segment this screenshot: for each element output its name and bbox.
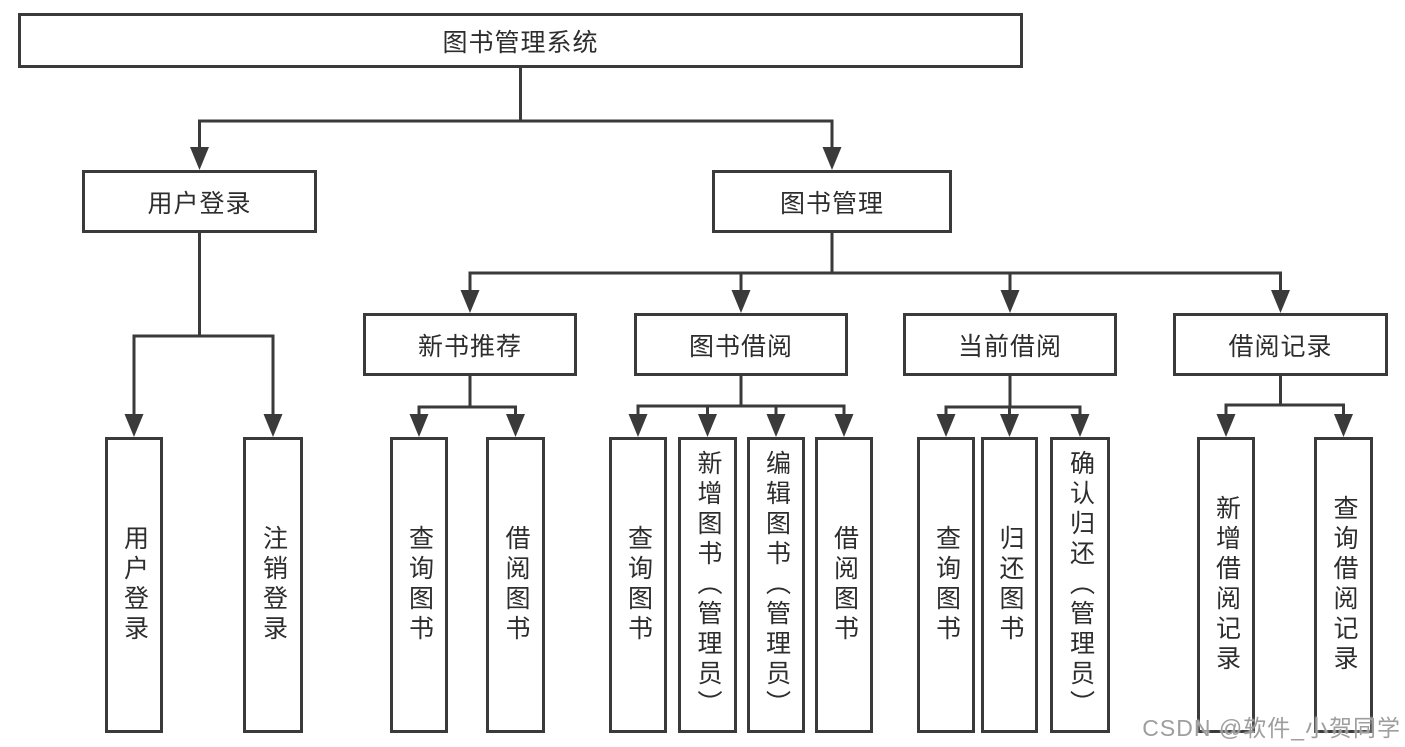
node-user-login-module: 用户登录 [82, 170, 317, 233]
node-label: 新增图书（管理员） [694, 450, 722, 720]
leaf-add-books-admin: 新增图书（管理员） [678, 437, 737, 733]
csdn-watermark: CSDN @软件_小贺同学 [1142, 715, 1401, 741]
leaf-query-books-borrow: 查询图书 [609, 437, 667, 733]
node-label: 图书借阅 [688, 332, 793, 361]
node-label: 当前借阅 [957, 332, 1062, 361]
node-label: 确认归还（管理员） [1066, 450, 1095, 720]
leaf-query-books-current: 查询图书 [917, 437, 975, 733]
node-borrowing-records: 借阅记录 [1173, 313, 1388, 376]
node-label: 借阅记录 [1228, 332, 1333, 361]
leaf-user-login: 用户登录 [105, 437, 163, 733]
node-label: 图书管理 [779, 189, 884, 218]
leaf-query-books-recommend: 查询图书 [390, 437, 448, 733]
node-label: 查询借阅记录 [1330, 495, 1358, 675]
node-label: 用户登录 [120, 525, 149, 645]
node-label: 查询图书 [932, 525, 961, 645]
node-label: 新增借阅记录 [1212, 495, 1241, 675]
leaf-borrow-books: 借阅图书 [815, 437, 873, 733]
node-label: 借阅图书 [830, 525, 859, 645]
node-label: 查询图书 [405, 525, 434, 645]
leaf-edit-books-admin: 编辑图书（管理员） [747, 437, 805, 733]
node-label: 用户登录 [147, 189, 252, 218]
leaf-return-books: 归还图书 [981, 437, 1038, 733]
node-label: 图书管理系统 [442, 28, 599, 57]
node-current-borrowing: 当前借阅 [903, 313, 1117, 376]
node-new-book-recommendation: 新书推荐 [363, 313, 577, 376]
node-book-management-module: 图书管理 [712, 170, 952, 233]
leaf-add-borrow-record: 新增借阅记录 [1197, 437, 1255, 733]
node-book-borrowing: 图书借阅 [634, 313, 848, 376]
node-label: 查询图书 [624, 525, 653, 645]
node-label: 新书推荐 [417, 332, 522, 361]
node-label: 借阅图书 [502, 525, 530, 645]
node-label: 编辑图书（管理员） [762, 450, 791, 720]
node-label: 归还图书 [996, 525, 1024, 645]
node-library-management-system: 图书管理系统 [18, 13, 1023, 68]
leaf-confirm-return-admin: 确认归还（管理员） [1050, 437, 1110, 733]
leaf-logout: 注销登录 [243, 437, 303, 733]
leaf-borrow-books-recommend: 借阅图书 [486, 437, 545, 733]
leaf-query-borrow-record: 查询借阅记录 [1314, 437, 1373, 733]
node-label: 注销登录 [259, 525, 288, 645]
